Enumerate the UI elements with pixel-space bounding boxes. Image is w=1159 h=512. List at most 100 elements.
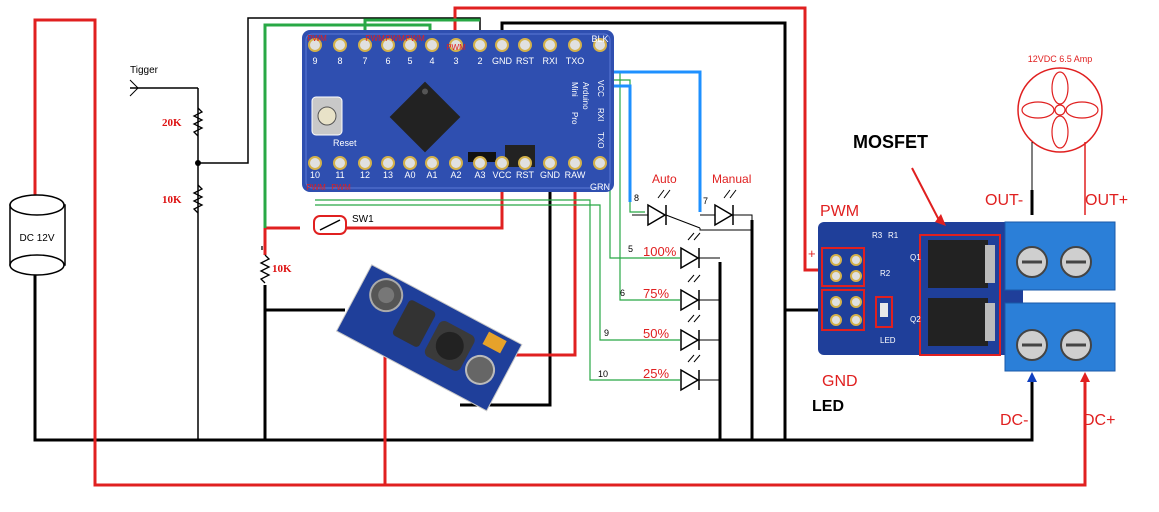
out-plus-label: OUT+ xyxy=(1085,192,1128,209)
svg-text:4: 4 xyxy=(429,56,434,66)
dc-minus-label: DC- xyxy=(1000,412,1028,429)
svg-text:9: 9 xyxy=(312,56,317,66)
level-pin-50: 9 xyxy=(604,328,609,338)
fan-load: 12VDC 6.5 Amp xyxy=(1017,54,1103,215)
svg-text:PWM: PWM xyxy=(405,34,425,43)
manual-label: Manual xyxy=(712,172,751,186)
svg-text:5: 5 xyxy=(407,56,412,66)
svg-text:2: 2 xyxy=(477,56,482,66)
level-led-25 xyxy=(680,354,720,392)
vcc-to-switch-wire xyxy=(345,183,504,230)
svg-text:RST: RST xyxy=(516,170,535,180)
switch-to-pot-wire xyxy=(263,226,300,255)
level-pin-25: 10 xyxy=(598,369,608,379)
mosfet-q1 xyxy=(928,240,988,288)
level-led-100 xyxy=(680,232,720,270)
svg-text:RXI: RXI xyxy=(596,108,605,121)
mosfet-q2 xyxy=(928,298,988,346)
svg-text:GND: GND xyxy=(492,56,513,66)
svg-text:PWM: PWM xyxy=(306,183,326,192)
svg-text:VCC: VCC xyxy=(492,170,512,180)
switch-sw1: SW1 xyxy=(313,214,374,235)
ground-bus-wire xyxy=(33,275,1034,442)
pin9-led-wire xyxy=(315,204,680,341)
manual-led xyxy=(699,189,753,231)
svg-text:3: 3 xyxy=(453,56,458,66)
svg-text:Q1: Q1 xyxy=(910,253,921,262)
svg-text:11: 11 xyxy=(335,170,344,180)
gnd-header-box xyxy=(821,289,865,331)
arduino-pro-mini: Reset 9 8 7 6 5 xyxy=(302,30,614,192)
svg-text:7: 7 xyxy=(362,56,367,66)
svg-text:TXO: TXO xyxy=(566,56,585,66)
svg-text:Q2: Q2 xyxy=(910,315,921,324)
svg-text:10: 10 xyxy=(310,170,320,180)
level-led-75 xyxy=(680,274,720,312)
mosfet-led-label: LED xyxy=(812,398,844,415)
level-pin-75: 6 xyxy=(620,288,625,298)
level-label-50: 50% xyxy=(643,326,669,341)
svg-text:GND: GND xyxy=(540,170,561,180)
svg-text:R2: R2 xyxy=(880,269,891,278)
svg-text:A1: A1 xyxy=(426,170,437,180)
thin-black-wires xyxy=(130,17,481,440)
svg-text:Mini: Mini xyxy=(570,82,579,97)
svg-text:GRN: GRN xyxy=(590,182,610,192)
reset-label: Reset xyxy=(333,138,357,148)
auto-label: Auto xyxy=(652,172,677,186)
svg-text:A2: A2 xyxy=(450,170,461,180)
svg-text:A3: A3 xyxy=(474,170,485,180)
svg-text:RAW: RAW xyxy=(565,170,586,180)
buck-converter xyxy=(335,264,523,412)
fan-label: 12VDC 6.5 Amp xyxy=(1028,54,1093,64)
svg-text:R3: R3 xyxy=(872,231,883,240)
level-led-50 xyxy=(680,314,720,352)
mosfet-pwm-label: PWM xyxy=(820,203,859,220)
svg-text:Arduino: Arduino xyxy=(581,82,590,110)
level-label-100: 100% xyxy=(643,244,677,259)
svg-text:TXO: TXO xyxy=(596,132,605,148)
resistor-10k xyxy=(192,184,204,214)
svg-text:PWM: PWM xyxy=(331,183,351,192)
svg-text:A0: A0 xyxy=(404,170,415,180)
status-leds: Auto 8 Manual 7 5 100% 6 75% xyxy=(598,172,753,392)
svg-text:13: 13 xyxy=(383,170,393,180)
bottom-pwm-tags: PWM PWM xyxy=(306,183,351,192)
svg-text:PWM: PWM xyxy=(365,34,385,43)
resistor-20k-label: 20K xyxy=(162,117,182,129)
svg-text:R1: R1 xyxy=(888,231,899,240)
divider-junction xyxy=(195,160,201,166)
trigger-input: Tigger xyxy=(129,65,159,97)
svg-text:PWM: PWM xyxy=(446,43,466,52)
top-pin-row xyxy=(308,38,607,52)
level-label-75: 75% xyxy=(643,286,669,301)
svg-text:Pro: Pro xyxy=(570,112,579,125)
trigger-label: Tigger xyxy=(130,65,159,76)
resistor-10k-label: 10K xyxy=(162,194,182,206)
svg-text:RST: RST xyxy=(516,56,535,66)
screw-terminals xyxy=(1004,221,1116,372)
auto-led xyxy=(632,189,701,229)
dc-plus-arrow xyxy=(1080,372,1090,382)
mosfet-title: MOSFET xyxy=(853,132,928,152)
level-label-25: 25% xyxy=(643,366,669,381)
dc-minus-arrow xyxy=(1027,372,1037,382)
mosfet-module: R3 R1 R2 Q1 Q2 LED xyxy=(818,167,1116,382)
bottom-pin-row xyxy=(308,156,607,170)
raw-to-buck-wire xyxy=(515,183,577,357)
svg-text:12: 12 xyxy=(360,170,370,180)
svg-text:PWM: PWM xyxy=(307,34,327,43)
onboard-led-box xyxy=(875,296,893,328)
svg-text:RXI: RXI xyxy=(542,56,557,66)
potentiometer-10k xyxy=(259,246,271,284)
svg-text:LED: LED xyxy=(880,336,896,345)
board-side-text: VCC RXI TXO Arduino Pro Mini xyxy=(570,80,605,148)
mosfet-arrow xyxy=(911,167,941,223)
trigger-sense-wire xyxy=(198,17,481,164)
auto-pin: 8 xyxy=(634,193,639,203)
dc-power-supply: DC 12V xyxy=(9,194,66,276)
svg-text:6: 6 xyxy=(385,56,390,66)
svg-text:PWM: PWM xyxy=(385,34,405,43)
pin10-led-wire xyxy=(315,199,680,381)
